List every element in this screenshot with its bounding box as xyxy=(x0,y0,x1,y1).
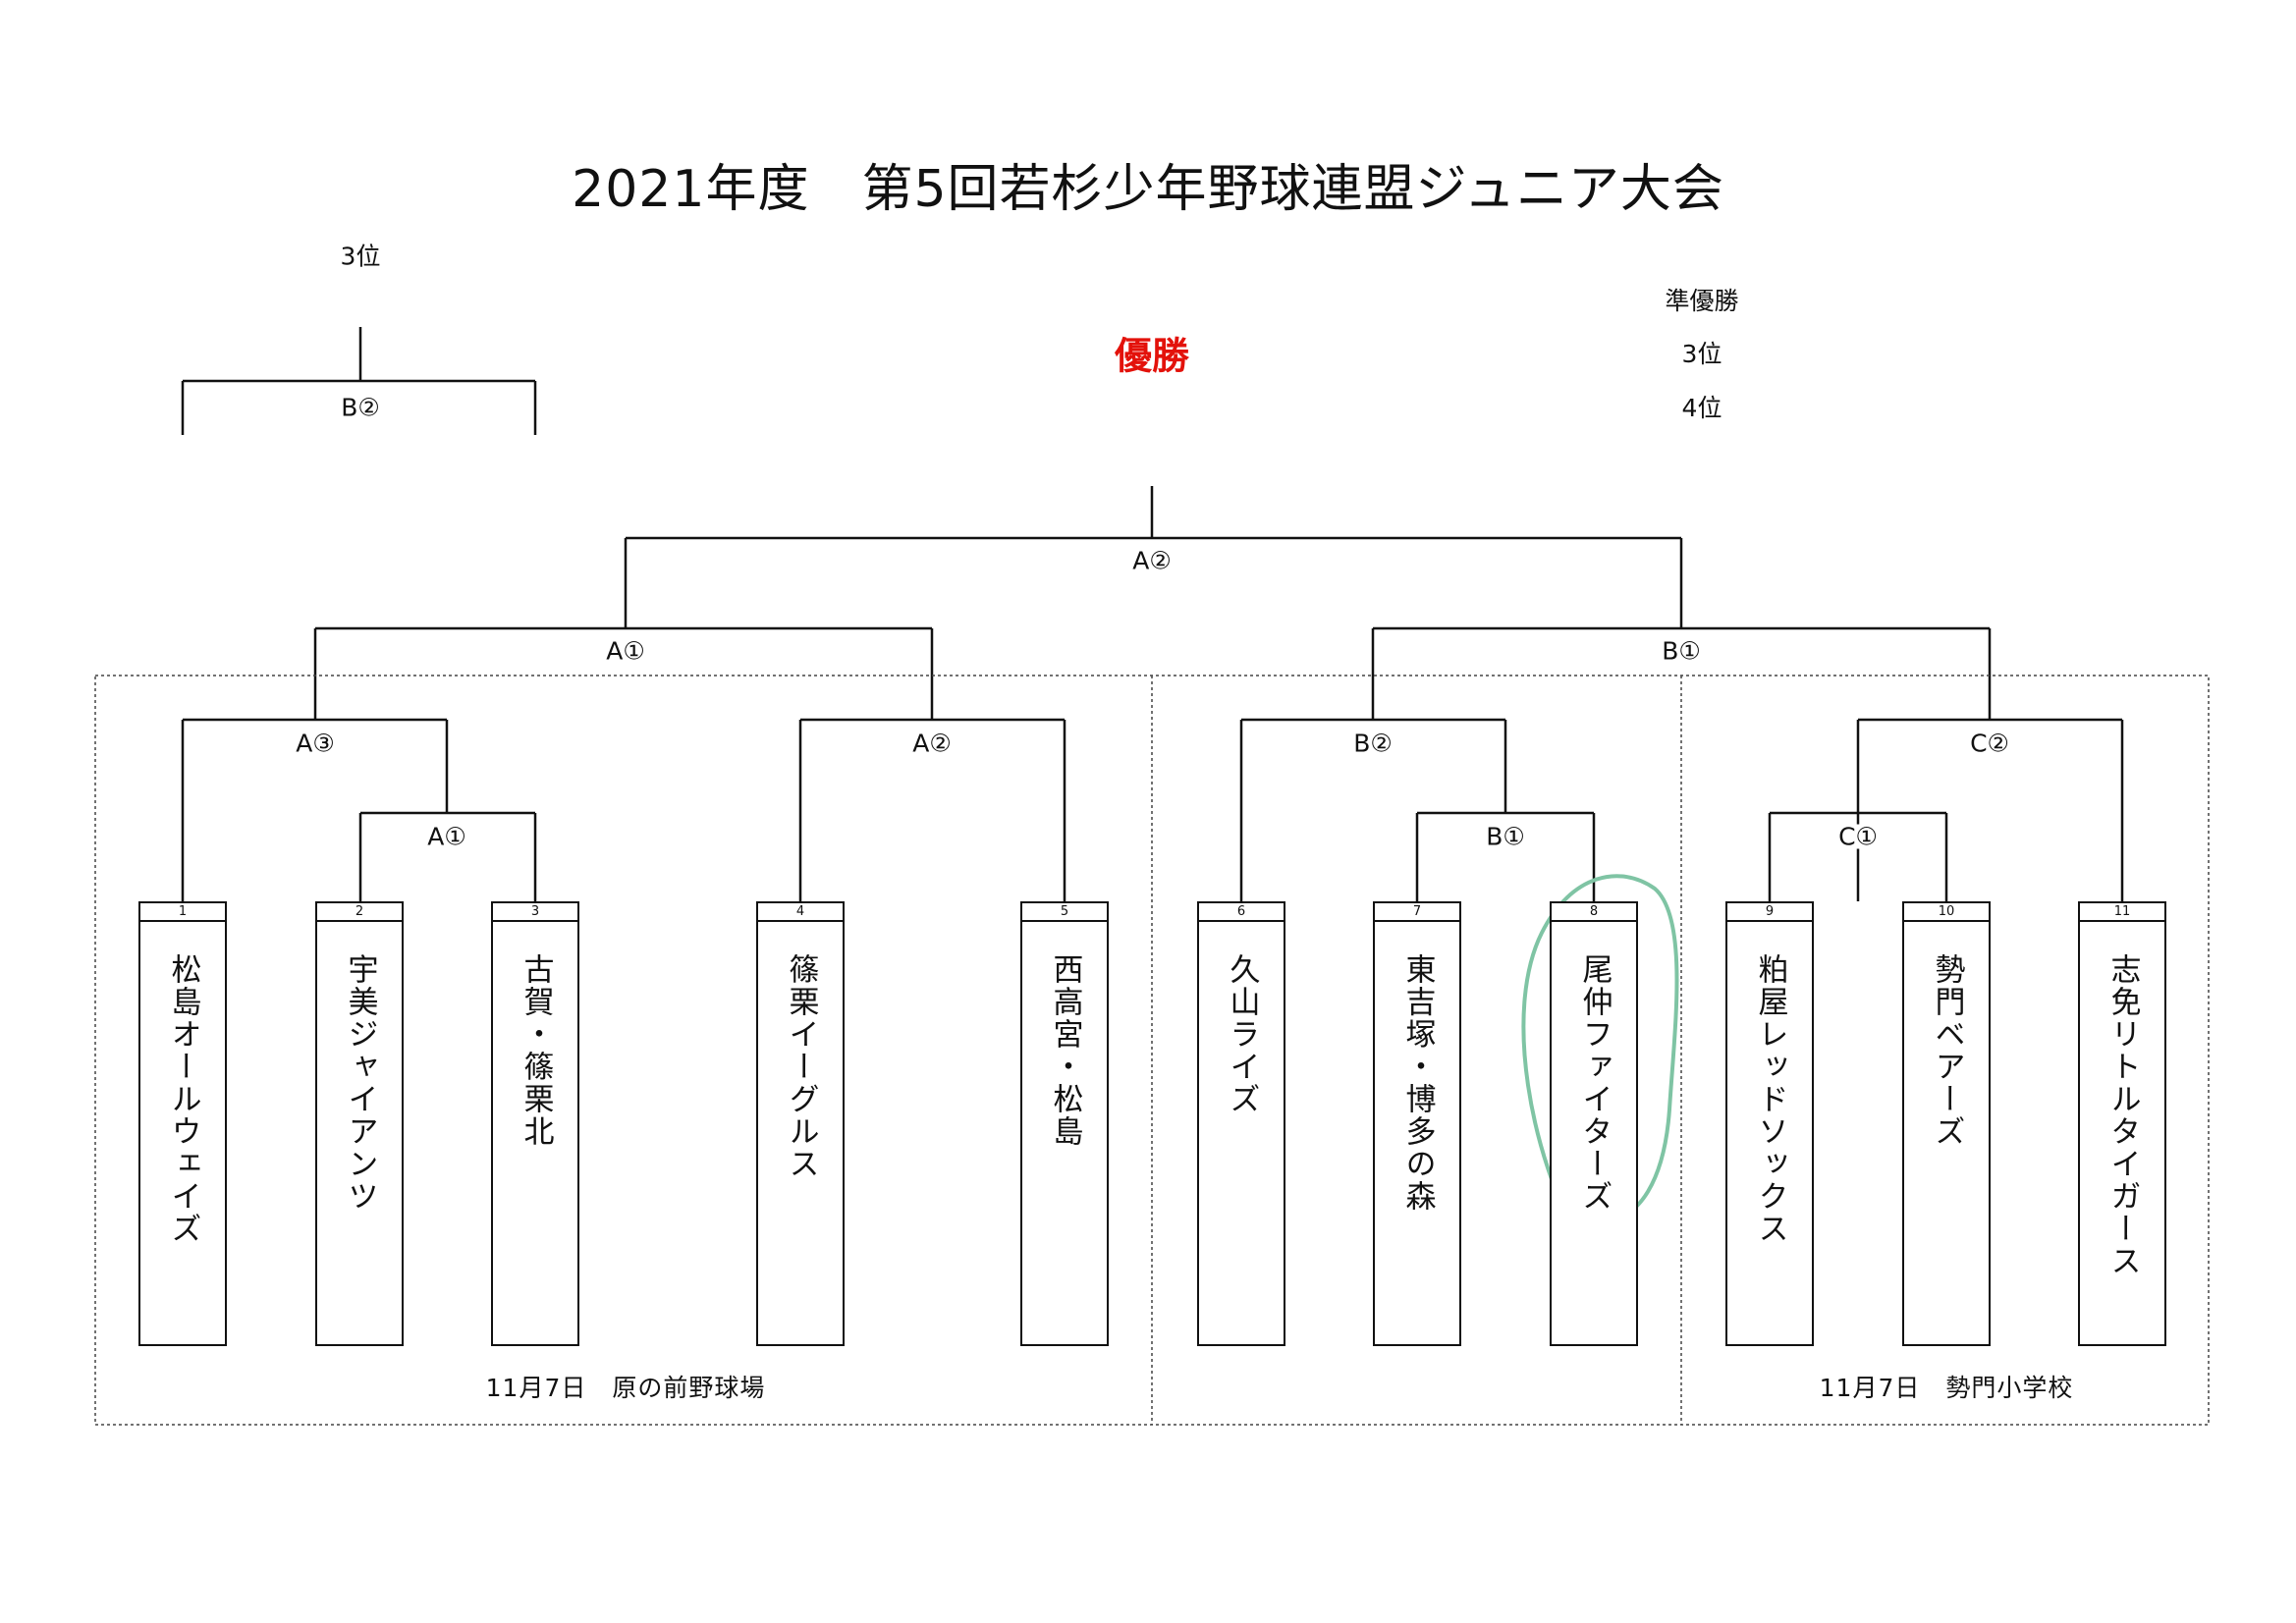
highlight-circle xyxy=(1521,874,1679,1241)
team-number: 9 xyxy=(1727,903,1812,922)
team-name: 勢門ベアーズ xyxy=(1929,953,1965,1148)
team-box-9: 9 粕屋レッドソックス xyxy=(1725,901,1814,1346)
team-number: 7 xyxy=(1375,903,1459,922)
match-q4: C② xyxy=(1966,730,2013,756)
match-q1: A③ xyxy=(292,730,339,756)
team-number: 4 xyxy=(758,903,843,922)
team-number: 8 xyxy=(1552,903,1636,922)
team-name: 東吉塚・博多の森 xyxy=(1399,953,1436,1213)
team-number: 2 xyxy=(317,903,402,922)
team-box-5: 5 西高宮・松島 xyxy=(1020,901,1109,1346)
team-name: 篠栗イーグルス xyxy=(783,953,819,1180)
result-runner-up: 準優勝 xyxy=(1665,287,1739,315)
team-name: 尾仲ファイターズ xyxy=(1576,953,1613,1213)
team-name: 志免リトルタイガース xyxy=(2105,953,2141,1277)
match-q2: A② xyxy=(908,730,956,756)
team-name: 古賀・篠栗北 xyxy=(518,953,554,1148)
match-q3: B② xyxy=(1349,730,1396,756)
team-number: 1 xyxy=(140,903,225,922)
team-name: 久山ライズ xyxy=(1224,953,1260,1115)
team-box-4: 4 篠栗イーグルス xyxy=(756,901,845,1346)
team-box-6: 6 久山ライズ xyxy=(1197,901,1285,1346)
champion-label: 優勝 xyxy=(1114,334,1190,378)
team-name: 宇美ジャイアンツ xyxy=(342,953,378,1213)
third-place-heading: 3位 xyxy=(340,242,381,271)
team-box-2: 2 宇美ジャイアンツ xyxy=(315,901,404,1346)
team-name: 粕屋レッドソックス xyxy=(1752,953,1788,1245)
team-number: 3 xyxy=(493,903,577,922)
team-box-1: 1 松島オールウェイズ xyxy=(138,901,227,1346)
result-third: 3位 xyxy=(1681,340,1722,368)
team-number: 5 xyxy=(1022,903,1107,922)
team-box-3: 3 古賀・篠栗北 xyxy=(491,901,579,1346)
team-box-10: 10 勢門ベアーズ xyxy=(1902,901,1991,1346)
team-number: 6 xyxy=(1199,903,1284,922)
team-box-8: 8 尾仲ファイターズ xyxy=(1550,901,1638,1346)
page-title: 2021年度 第5回若杉少年野球連盟ジュニア大会 xyxy=(572,160,1724,219)
match-semi-left: A① xyxy=(602,638,649,664)
match-q1-sub: A① xyxy=(423,824,470,849)
venue-left: 11月7日 原の前野球場 xyxy=(485,1374,766,1402)
venue-right: 11月7日 勢門小学校 xyxy=(1819,1374,2074,1402)
match-q4-sub: C① xyxy=(1834,824,1882,849)
match-q3-sub: B① xyxy=(1482,824,1529,849)
team-box-11: 11 志免リトルタイガース xyxy=(2078,901,2166,1346)
team-number: 11 xyxy=(2080,903,2164,922)
match-semi-right: B① xyxy=(1658,638,1705,664)
team-name: 松島オールウェイズ xyxy=(165,953,201,1245)
result-fourth: 4位 xyxy=(1681,394,1722,422)
team-name: 西高宮・松島 xyxy=(1047,953,1083,1148)
team-number: 10 xyxy=(1904,903,1989,922)
team-box-7: 7 東吉塚・博多の森 xyxy=(1373,901,1461,1346)
match-final: A② xyxy=(1128,548,1175,573)
match-third-place: B② xyxy=(341,393,380,422)
